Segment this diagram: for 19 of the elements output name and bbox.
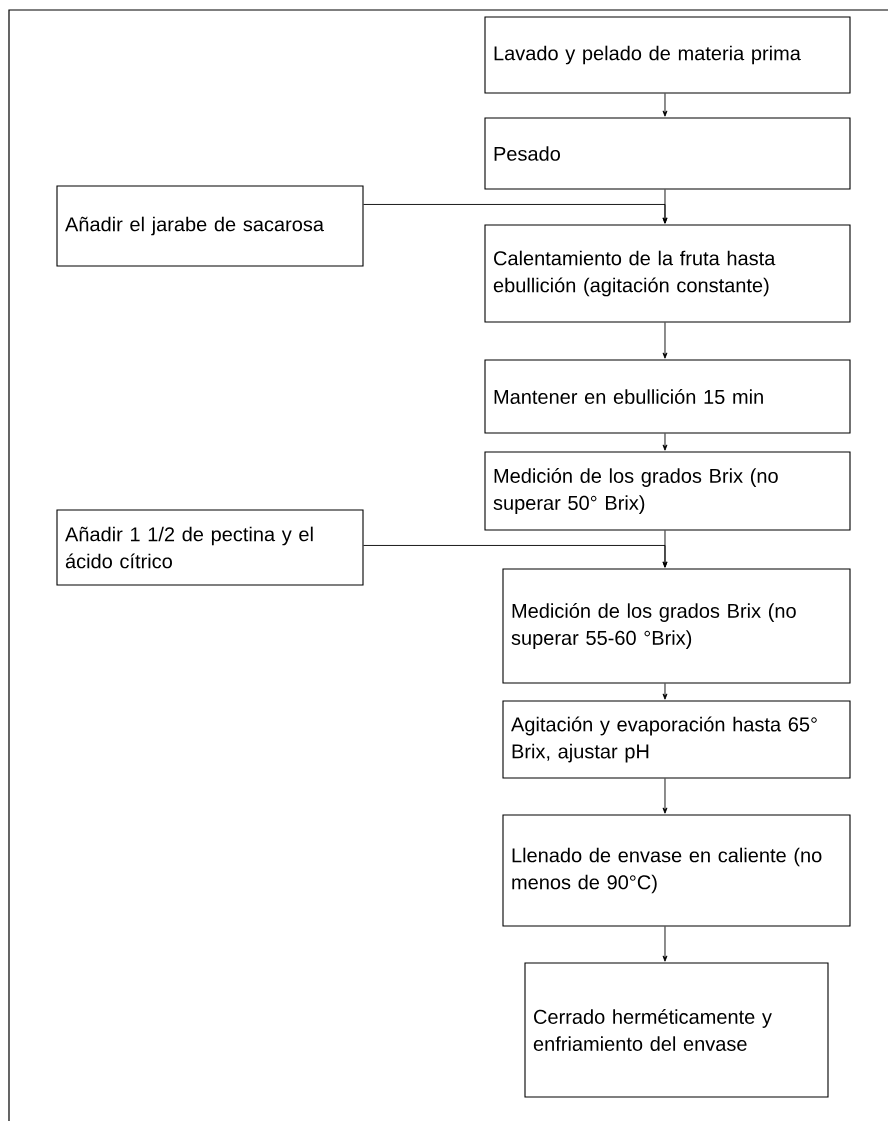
arrow [662, 433, 668, 451]
arrow [662, 778, 668, 814]
process-box: Agitación y evaporación hasta 65° Brix, ajustar pH [502, 700, 851, 779]
process-box: Medición de los grados Brix (no superar 50° Brix) [484, 451, 851, 531]
process-box: Medición de los grados Brix (no superar 55-60 °Brix) [502, 568, 851, 684]
process-box: Pesado [484, 117, 851, 190]
process-box: Lavado y pelado de materia prima [484, 16, 851, 94]
process-box: Calentamiento de la fruta hasta ebullición (agitación constante) [484, 224, 851, 323]
process-box: Añadir 1 1/2 de pectina y el ácido cítrico [56, 509, 364, 586]
process-box: Añadir el jarabe de sacarosa [56, 185, 364, 267]
arrow [662, 683, 668, 700]
arrow [662, 93, 668, 117]
process-box: Llenado de envase en caliente (no menos de 90°C) [502, 814, 851, 927]
process-box: Cerrado herméticamente y enfriamiento del envase [524, 962, 829, 1098]
arrow [363, 204, 668, 224]
process-box: Mantener en ebullición 15 min [484, 359, 851, 434]
arrow [662, 322, 668, 359]
arrow [662, 926, 668, 962]
arrow [363, 545, 668, 568]
